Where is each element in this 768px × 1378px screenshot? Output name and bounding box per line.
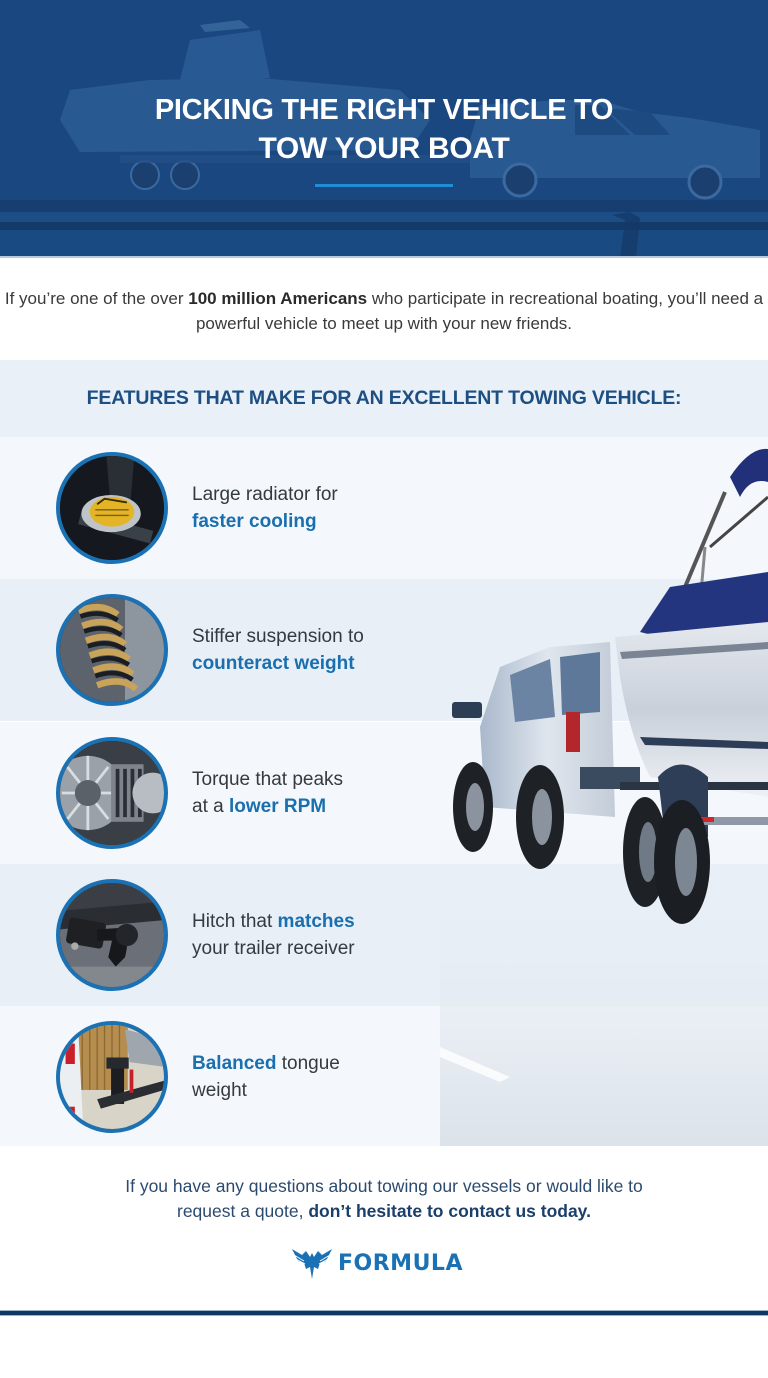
features-heading: Features that make for an excellent towi… (86, 387, 682, 409)
suv-towing-boat-image (440, 448, 768, 1146)
title-line-1: Picking the Right Vehicle to (154, 94, 614, 126)
feature-text: Torque that peaks at a lower RPM (192, 766, 343, 820)
features-heading-band: Features that make for an excellent towi… (0, 360, 768, 437)
feature-text-highlight: Balanced (192, 1053, 277, 1074)
intro-stat-highlight: 100 million Americans (188, 289, 368, 308)
contact-us-cta: don’t hesitate to contact us today. (308, 1201, 591, 1221)
feature-text: Balanced tongue weight (192, 1050, 340, 1104)
footer-bar (0, 1310, 768, 1316)
feature-text: Hitch that matches your trailer receiver (192, 908, 355, 962)
title-line-2: Tow Your Boat (258, 132, 510, 165)
radiator-cap-icon (60, 456, 164, 560)
feature-text-highlight: faster cooling (192, 511, 317, 532)
logo-wordmark: FORMULA (338, 1250, 463, 1276)
intro-text: If you’re one of the over 100 million Am… (0, 286, 768, 336)
hero-background-image (0, 0, 768, 258)
hitch-icon (60, 883, 164, 987)
feature-item-hitch: Hitch that matches your trailer receiver (0, 864, 460, 1006)
tow-hitch-photo (56, 879, 168, 991)
feature-text: Large radiator for faster cooling (192, 481, 338, 535)
formula-logo[interactable]: FORMULA (290, 1245, 480, 1281)
feature-item-radiator: Large radiator for faster cooling (0, 437, 460, 579)
features-list: Large radiator for faster cooling (0, 437, 768, 1146)
closing-cta: If you have any questions about towing o… (0, 1146, 768, 1236)
feature-item-suspension: Stiffer suspension to counteract weight (0, 579, 460, 721)
radiator-cap-photo (56, 452, 168, 564)
closing-text-plain: If you have any questions about towing o… (125, 1176, 643, 1221)
feature-text-line1: Torque that peaks (192, 769, 344, 790)
trailer-jack-icon (60, 1025, 164, 1129)
title-underline (315, 184, 453, 187)
hero-divider (0, 256, 768, 258)
feature-text-line1: Large radiator for (192, 484, 338, 505)
feature-text-line2: your trailer receiver (192, 938, 355, 959)
feature-text-highlight: counteract weight (192, 653, 355, 674)
feature-text-highlight: lower RPM (228, 796, 327, 817)
feature-item-tongue-weight: Balanced tongue weight (0, 1006, 460, 1146)
intro-text-tail: who participate in recreational boating,… (195, 289, 764, 333)
feature-text-prefix: Hitch that (192, 911, 278, 932)
feature-text: Stiffer suspension to counteract weight (192, 623, 364, 677)
feature-text-prefix: at a (192, 796, 229, 817)
feature-text-line1: Stiffer suspension to (192, 626, 364, 647)
suspension-spring-photo (56, 594, 168, 706)
eagle-icon (292, 1249, 332, 1279)
page-title: Picking the Right Vehicle to Tow Your Bo… (0, 91, 768, 169)
feature-text-highlight: matches (277, 911, 355, 932)
hero-banner: Picking the Right Vehicle to Tow Your Bo… (0, 0, 768, 258)
feature-text-line2: weight (192, 1080, 247, 1101)
intro-text-lead: If you’re one of the over (4, 289, 189, 308)
closing-text: If you have any questions about towing o… (104, 1174, 664, 1224)
feature-text-suffix: tongue (276, 1053, 340, 1074)
tongue-jack-photo (56, 1021, 168, 1133)
intro-paragraph: If you’re one of the over 100 million Am… (0, 258, 768, 360)
gear-icon (60, 741, 164, 845)
engine-cutaway-photo (56, 737, 168, 849)
coil-spring-icon (60, 598, 164, 702)
feature-item-torque: Torque that peaks at a lower RPM (0, 722, 460, 864)
